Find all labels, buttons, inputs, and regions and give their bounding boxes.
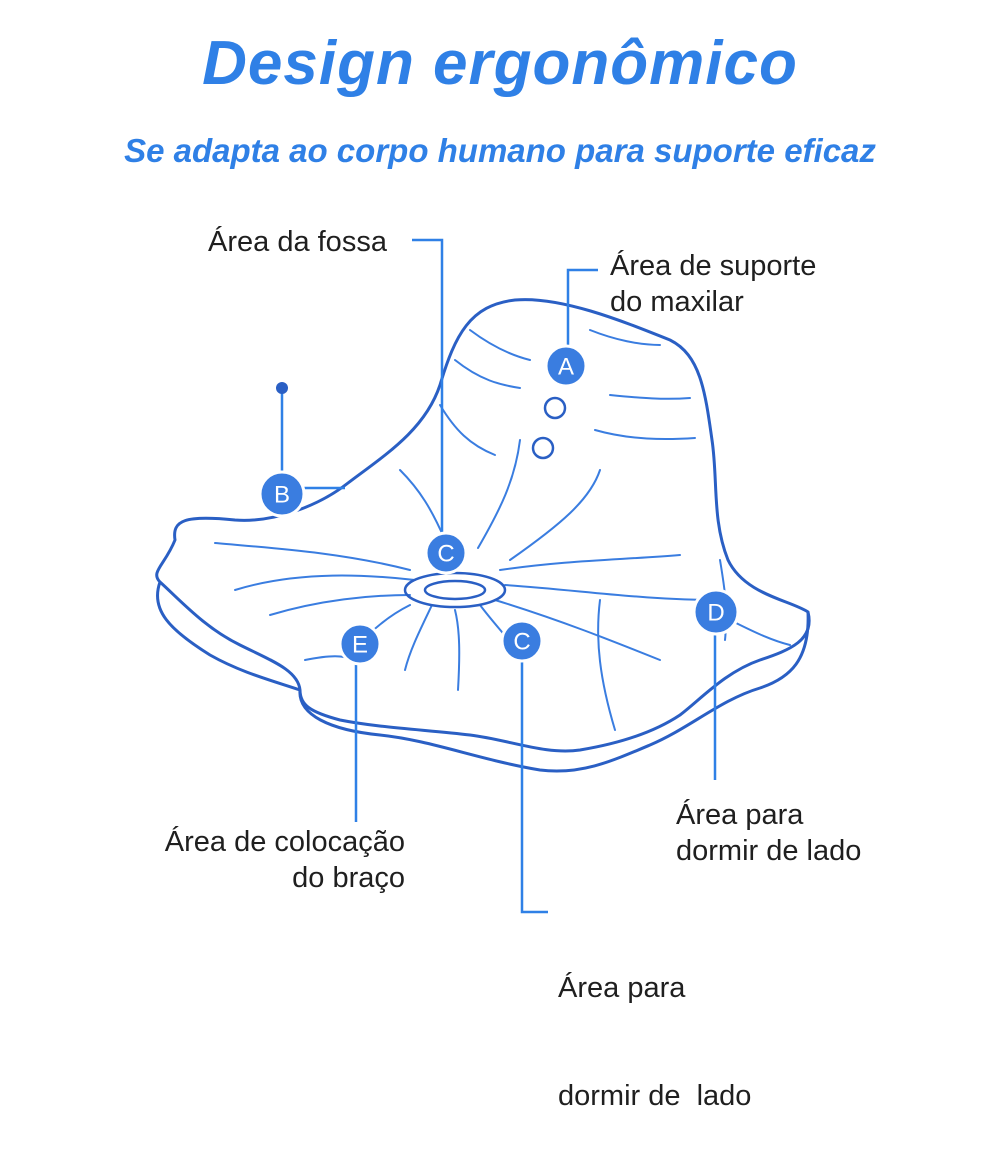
svg-text:B: B <box>274 482 290 509</box>
badge-c-bottom: C <box>500 619 544 663</box>
pillow-diagram: A B C C D E <box>155 238 811 914</box>
callout-b-dot <box>276 382 288 394</box>
page-subtitle: Se adapta ao corpo humano para suporte e… <box>124 132 876 169</box>
label-arm-placement-area: Área de colocação do braço <box>164 826 405 894</box>
svg-text:D: D <box>707 600 724 627</box>
badge-c-top: C <box>424 531 468 575</box>
jaw-dot-1 <box>543 396 567 420</box>
badge-b: B <box>258 470 306 518</box>
fossa-outer-ellipse <box>403 571 507 609</box>
badge-a: A <box>544 344 588 388</box>
svg-text:A: A <box>558 354 574 381</box>
fossa-inner-ellipse <box>423 579 487 601</box>
callout-line-jaw <box>566 268 598 350</box>
page-title: Design ergonômico <box>202 29 798 98</box>
badge-d: D <box>692 588 740 636</box>
callout-line-fossa <box>412 238 444 552</box>
callout-line-bottom <box>520 655 548 914</box>
callout-lines <box>280 238 717 914</box>
jaw-dot-2 <box>531 436 555 460</box>
badge-e: E <box>338 622 382 666</box>
pillow-base-outline <box>155 581 810 773</box>
label-jaw-support-area: Área de suporte do maxilar <box>610 250 817 318</box>
svg-text:C: C <box>437 541 454 568</box>
label-fossa-area: Área da fossa <box>208 226 387 258</box>
svg-text:C: C <box>513 629 530 656</box>
label-side-sleep-bottom: Área para dormir de lado <box>558 972 752 1112</box>
label-side-sleep-right: Área para dormir de lado <box>676 799 862 867</box>
pillow-outline <box>155 298 811 753</box>
svg-text:E: E <box>352 632 368 659</box>
